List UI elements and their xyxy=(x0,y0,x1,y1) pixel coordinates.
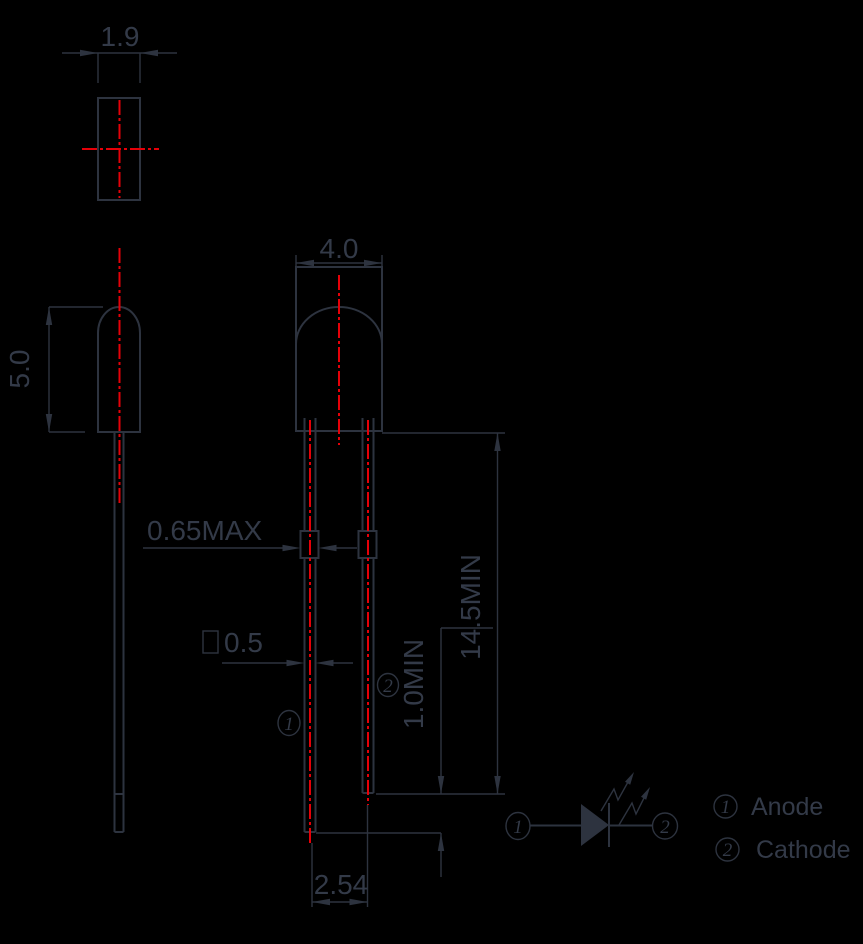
square-section-symbol-icon xyxy=(202,630,219,654)
dim-lead-length-label: 14.5MIN xyxy=(455,554,486,660)
arrowhead-icon xyxy=(364,259,382,267)
arrowhead-icon xyxy=(296,259,314,267)
cathode-lead xyxy=(361,431,375,794)
dim-extension-lines xyxy=(295,255,383,267)
front-view-body-outline xyxy=(295,266,383,432)
side-view-body-outline xyxy=(97,306,141,433)
arrowhead-icon xyxy=(494,776,501,794)
pin-circle-icon xyxy=(651,812,679,840)
arrowhead-icon xyxy=(494,433,501,451)
legend: 1 Anode 2 Cathode xyxy=(713,793,851,864)
arrowhead-icon xyxy=(312,898,330,906)
pin1-balloon: 1 xyxy=(277,709,301,737)
lead-posts-inside-body xyxy=(303,418,375,431)
pin-circle-icon xyxy=(277,709,301,737)
dim-lead-bulge: 0.65MAX xyxy=(143,515,357,552)
emission-arrow-shaft xyxy=(618,795,646,826)
pin-circle-icon xyxy=(376,672,400,698)
dim-lead-width-label: 0.5 xyxy=(224,627,263,658)
dim-extension-lines xyxy=(97,53,141,83)
dim-lead-pitch-label: 2.54 xyxy=(314,869,369,900)
dim-extension-lines xyxy=(311,805,369,907)
legend-pin1-number: 1 xyxy=(721,797,731,818)
arrowhead-icon xyxy=(45,307,53,325)
schematic-pin1-number: 1 xyxy=(513,817,523,838)
pin2-number: 2 xyxy=(383,676,393,697)
side-view-lead xyxy=(113,432,125,833)
arrowhead-icon xyxy=(437,833,445,851)
diode-triangle-icon xyxy=(581,804,609,846)
arrowhead-icon xyxy=(45,414,53,432)
dim-front-width-label: 4.0 xyxy=(320,233,359,264)
arrowhead-icon xyxy=(641,787,650,800)
pin-circle-icon xyxy=(713,794,738,819)
front-view: 4.0 0.65MAX 0.5 xyxy=(143,233,505,907)
arrowhead-icon xyxy=(80,49,98,57)
pin-circle-icon xyxy=(715,837,740,862)
arrowhead-icon xyxy=(437,776,445,794)
arrowhead-icon xyxy=(625,772,634,785)
legend-pin2-label: Cathode xyxy=(756,836,851,864)
light-emission-arrows-icon xyxy=(600,772,650,826)
dim-lead-tip: 1.0MIN xyxy=(316,627,493,877)
arrowhead-icon xyxy=(286,659,305,667)
emission-arrow-shaft xyxy=(600,781,629,812)
arrowhead-icon xyxy=(140,49,158,57)
dim-lead-width: 0.5 xyxy=(202,627,353,667)
arrowhead-icon xyxy=(318,544,337,552)
legend-pin1-label: Anode xyxy=(751,793,823,821)
pin1-number: 1 xyxy=(284,714,294,735)
led-schematic: 1 2 xyxy=(505,772,679,847)
legend-pin2-number: 2 xyxy=(723,840,733,861)
arrowhead-icon xyxy=(282,544,301,552)
arrowhead-icon xyxy=(315,659,334,667)
top-view: 1.9 xyxy=(62,21,177,201)
dim-lead-pitch: 2.54 xyxy=(311,805,369,907)
dim-lead-length: 14.5MIN xyxy=(376,432,505,795)
dim-lead-tip-label: 1.0MIN xyxy=(398,639,429,729)
dim-side-height-label: 5.0 xyxy=(4,350,35,389)
anode-lead xyxy=(303,431,317,833)
dim-extension-lines xyxy=(49,306,103,433)
schematic-pin2-number: 2 xyxy=(660,817,670,838)
side-view: 5.0 xyxy=(4,248,141,833)
pin2-balloon: 2 xyxy=(376,672,400,698)
arrowhead-icon xyxy=(349,898,368,906)
dim-lead-bulge-label: 0.65MAX xyxy=(147,515,262,546)
dim-top-width-label: 1.9 xyxy=(101,21,140,52)
